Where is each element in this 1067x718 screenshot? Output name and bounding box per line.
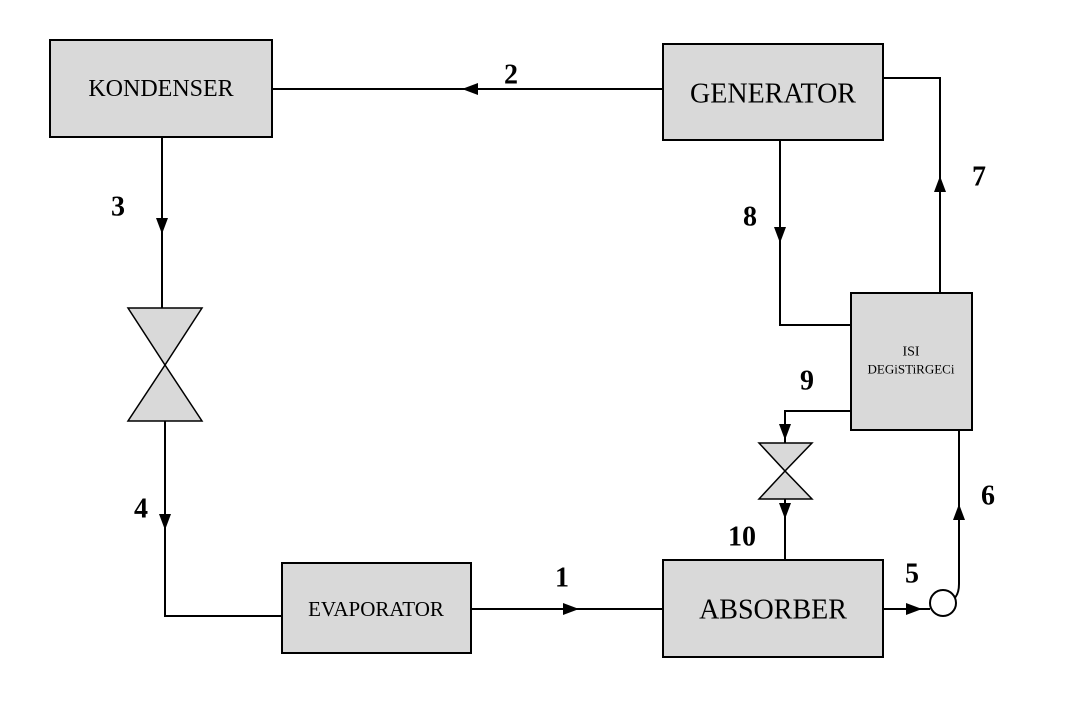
- evaporator-block: EVAPORATOR: [281, 562, 472, 654]
- expansion-valve-solution-bottom: [757, 469, 814, 500]
- expansion-valve-refrigerant-bottom: [126, 363, 204, 422]
- arrow-3: [156, 218, 168, 234]
- heat-exchanger-label-line1: ISI: [902, 345, 919, 360]
- generator-block: GENERATOR: [662, 43, 884, 141]
- arrow-5: [906, 603, 922, 615]
- arrow-6: [953, 504, 965, 520]
- state-point-5: 5: [905, 559, 919, 590]
- kondenser-block: KONDENSER: [49, 39, 273, 138]
- line-9-heat-exchanger-to-valve: [784, 410, 851, 443]
- arrow-2: [462, 83, 478, 95]
- kondenser-label: KONDENSER: [88, 76, 233, 102]
- state-point-8: 8: [743, 202, 757, 233]
- line-8-generator-to-heat-exchanger: [779, 140, 851, 326]
- heat-exchanger-block: ISI DEGiSTiRGECi: [850, 292, 973, 431]
- state-point-9: 9: [800, 366, 814, 397]
- absorber-label: ABSORBER: [699, 595, 847, 626]
- state-point-3: 3: [111, 192, 125, 223]
- line-7-heat-exchanger-to-generator: [883, 77, 941, 293]
- state-point-7: 7: [972, 162, 986, 193]
- arrow-4: [159, 514, 171, 530]
- generator-box: [662, 43, 884, 141]
- pump-icon: [929, 589, 957, 617]
- heat-exchanger-box: [850, 292, 973, 431]
- arrow-10: [779, 503, 791, 519]
- state-point-10: 10: [728, 522, 756, 553]
- arrow-7: [934, 176, 946, 192]
- state-point-4: 4: [134, 494, 148, 525]
- evaporator-label: EVAPORATOR: [308, 597, 444, 621]
- state-point-6: 6: [981, 481, 995, 512]
- absorber-box: [662, 559, 884, 658]
- heat-exchanger-label-line2: DEGiSTiRGECi: [868, 362, 955, 377]
- arrow-8: [774, 227, 786, 243]
- expansion-valve-refrigerant-top: [126, 307, 204, 367]
- line-4-valve-to-evaporator: [164, 421, 282, 617]
- generator-label: GENERATOR: [690, 79, 856, 110]
- state-point-1: 1: [555, 563, 569, 594]
- absorber-block: ABSORBER: [662, 559, 884, 658]
- state-point-2: 2: [504, 60, 518, 91]
- evaporator-box: [281, 562, 472, 654]
- arrow-1: [563, 603, 579, 615]
- expansion-valve-solution-top: [757, 442, 814, 473]
- kondenser-box: [49, 39, 273, 138]
- arrow-9: [779, 424, 791, 440]
